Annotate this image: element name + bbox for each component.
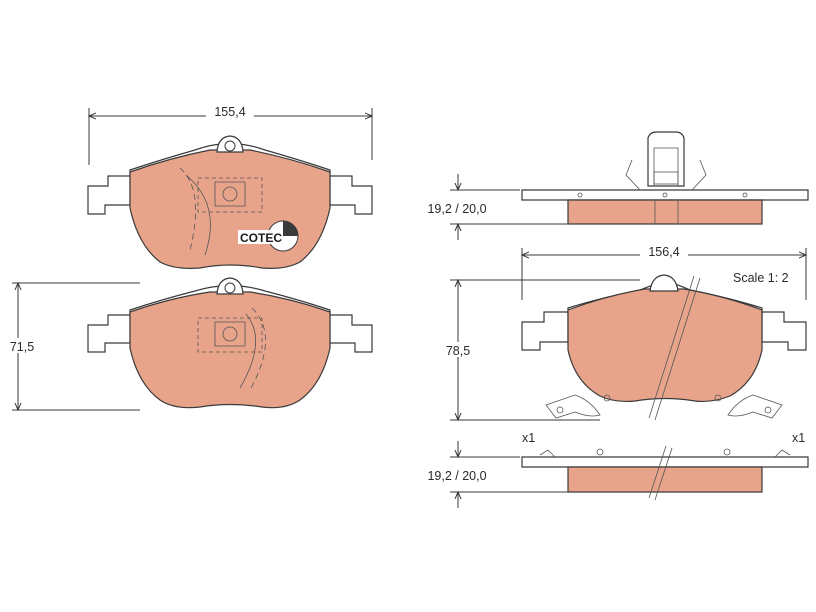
dim-label-width-right: 156,4 bbox=[648, 245, 679, 259]
dim-label-thickness-bottom: 19,2 / 20,0 bbox=[427, 469, 486, 483]
quantity-left: x1 bbox=[522, 431, 535, 445]
pad-side-view-bottom bbox=[521, 445, 809, 501]
dimension-height-left: 71,5 bbox=[4, 283, 140, 410]
dimension-width-top: 155,4 bbox=[89, 104, 372, 165]
pad-rear-view bbox=[521, 274, 807, 421]
dim-label-height-right: 78,5 bbox=[446, 344, 470, 358]
dim-label-width-top: 155,4 bbox=[214, 105, 245, 119]
dimension-height-right: 78,5 bbox=[440, 280, 640, 420]
dimension-width-right: 156,4 bbox=[522, 244, 806, 300]
quantity-right: x1 bbox=[792, 431, 805, 445]
dim-label-thickness-top: 19,2 / 20,0 bbox=[427, 202, 486, 216]
logo-text: COTEC bbox=[240, 231, 282, 245]
dimension-thickness-bottom: 19,2 / 20,0 bbox=[427, 441, 568, 508]
pad-bottom-left bbox=[87, 277, 373, 409]
cotec-logo: COTEC bbox=[238, 220, 299, 252]
dim-label-height-left: 71,5 bbox=[10, 340, 34, 354]
pad-top-left: COTEC bbox=[87, 135, 373, 269]
scale-label: Scale 1: 2 bbox=[733, 271, 789, 285]
pad-side-view-top bbox=[521, 131, 809, 225]
dimension-thickness-top: 19,2 / 20,0 bbox=[427, 174, 568, 240]
